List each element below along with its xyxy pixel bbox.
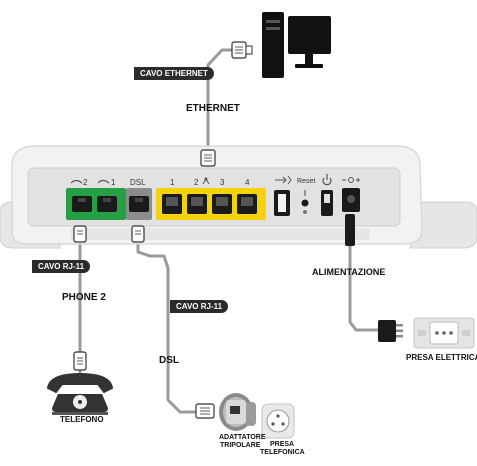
phone-wall-socket-icon	[261, 403, 295, 439]
dsl-port-block	[126, 188, 152, 220]
label-telefono: TELEFONO	[60, 415, 104, 424]
cable-power	[348, 243, 380, 332]
rj11-plug-telephone-icon	[73, 351, 87, 371]
rj11-plug-dsl-icon	[131, 225, 145, 243]
label-dsl: DSL	[159, 355, 179, 366]
phone-2-glyph-icon	[70, 179, 83, 184]
ethernet-plug-router-icon	[200, 149, 216, 167]
power-glyph-icon	[322, 174, 332, 186]
label-adattatore-line2: TRIPOLARE	[220, 442, 261, 449]
power-switch-icon	[321, 190, 333, 216]
port-label-phone-2: 2	[83, 178, 88, 187]
label-presa-tel-line1: PRESA	[270, 441, 295, 448]
tag-cavo-ethernet: CAVO ETHERNET	[134, 67, 214, 80]
label-phone-2: PHONE 2	[62, 292, 106, 303]
dc-polarity-glyph-icon	[342, 177, 360, 183]
tag-cavo-rj11-phone: CAVO RJ-11	[32, 260, 91, 273]
computer-icon	[262, 12, 331, 78]
telephone-icon	[47, 373, 113, 415]
port-label-lan-4: 4	[245, 178, 250, 187]
power-plug-icon	[378, 320, 403, 342]
power-wall-socket-icon	[413, 317, 475, 349]
port-label-lan-1: 1	[170, 178, 175, 187]
tag-cavo-rj11-dsl: CAVO RJ-11	[170, 300, 229, 313]
lan-port-block	[156, 188, 266, 220]
label-ethernet: ETHERNET	[186, 103, 240, 114]
router-grille	[70, 228, 370, 240]
usb-glyph-icon	[275, 175, 292, 185]
phone-port-block	[66, 188, 126, 220]
reset-button-icon	[301, 190, 309, 214]
rj11-plug-adapter-icon	[195, 403, 215, 419]
port-label-dsl: DSL	[130, 178, 146, 187]
power-jack-icon	[342, 188, 360, 212]
label-presa-elettrica: PRESA ELETTRICA	[406, 353, 477, 362]
cable-dsl	[136, 238, 198, 414]
port-label-lan-3: 3	[220, 178, 225, 187]
label-alimentazione: ALIMENTAZIONE	[312, 267, 386, 277]
port-label-reset: Reset	[297, 178, 316, 185]
usb-port-icon	[274, 190, 290, 216]
tripolar-adapter-icon	[219, 393, 256, 431]
cable-ethernet	[206, 48, 234, 152]
port-label-lan-2: 2	[194, 178, 199, 187]
network-glyph-icon	[202, 177, 210, 185]
phone-1-glyph-icon	[97, 179, 110, 184]
ethernet-plug-computer-icon	[231, 41, 253, 59]
label-adattatore-line1: ADATTATORE	[219, 434, 266, 441]
power-plug-router-icon	[345, 214, 355, 246]
label-presa-tel-line2: TELEFONICA	[260, 449, 305, 456]
port-label-phone-1: 1	[111, 178, 116, 187]
rj11-plug-phone-icon	[73, 225, 87, 243]
